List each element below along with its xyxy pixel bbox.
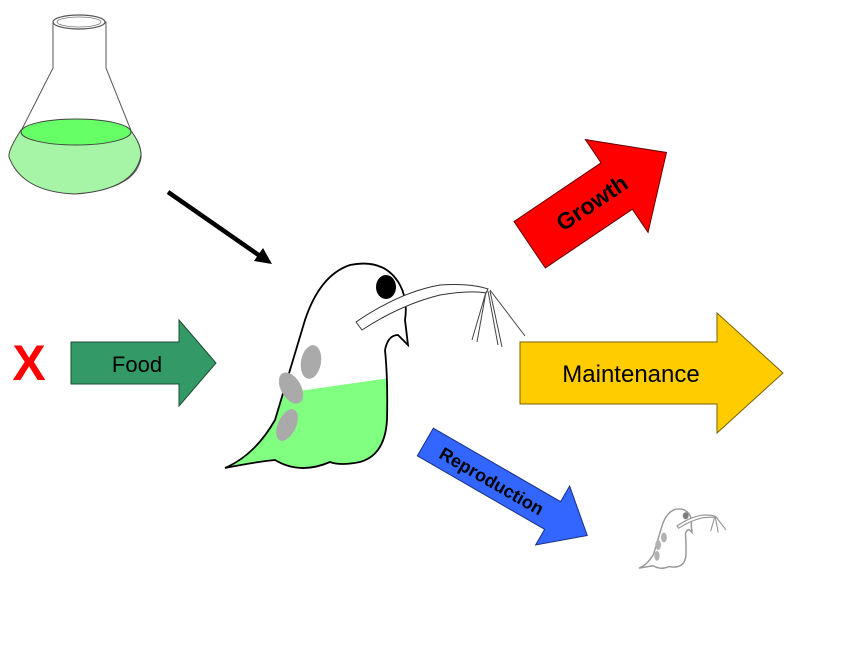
growth-arrow: Growth <box>513 138 668 269</box>
daphnia-eye <box>376 275 396 299</box>
egg <box>276 409 298 441</box>
food-label: Food <box>112 352 162 377</box>
x-mark-icon: X <box>12 335 45 391</box>
erlenmeyer-flask-icon <box>8 14 142 195</box>
maintenance-arrow: Maintenance <box>519 311 784 435</box>
daphnia-icon <box>224 262 526 469</box>
daphnia-offspring-icon <box>638 508 727 569</box>
reproduction-arrow: Reproduction <box>416 427 588 546</box>
svg-text:X: X <box>12 335 45 391</box>
flask-rim <box>52 14 106 30</box>
egg <box>300 345 322 379</box>
maintenance-label: Maintenance <box>562 361 699 388</box>
egg <box>278 372 304 404</box>
food-arrow: Food <box>70 318 217 408</box>
reproduction-label: Reproduction <box>436 443 547 519</box>
algae-surface <box>20 118 132 146</box>
algae-input-arrow <box>166 190 272 264</box>
